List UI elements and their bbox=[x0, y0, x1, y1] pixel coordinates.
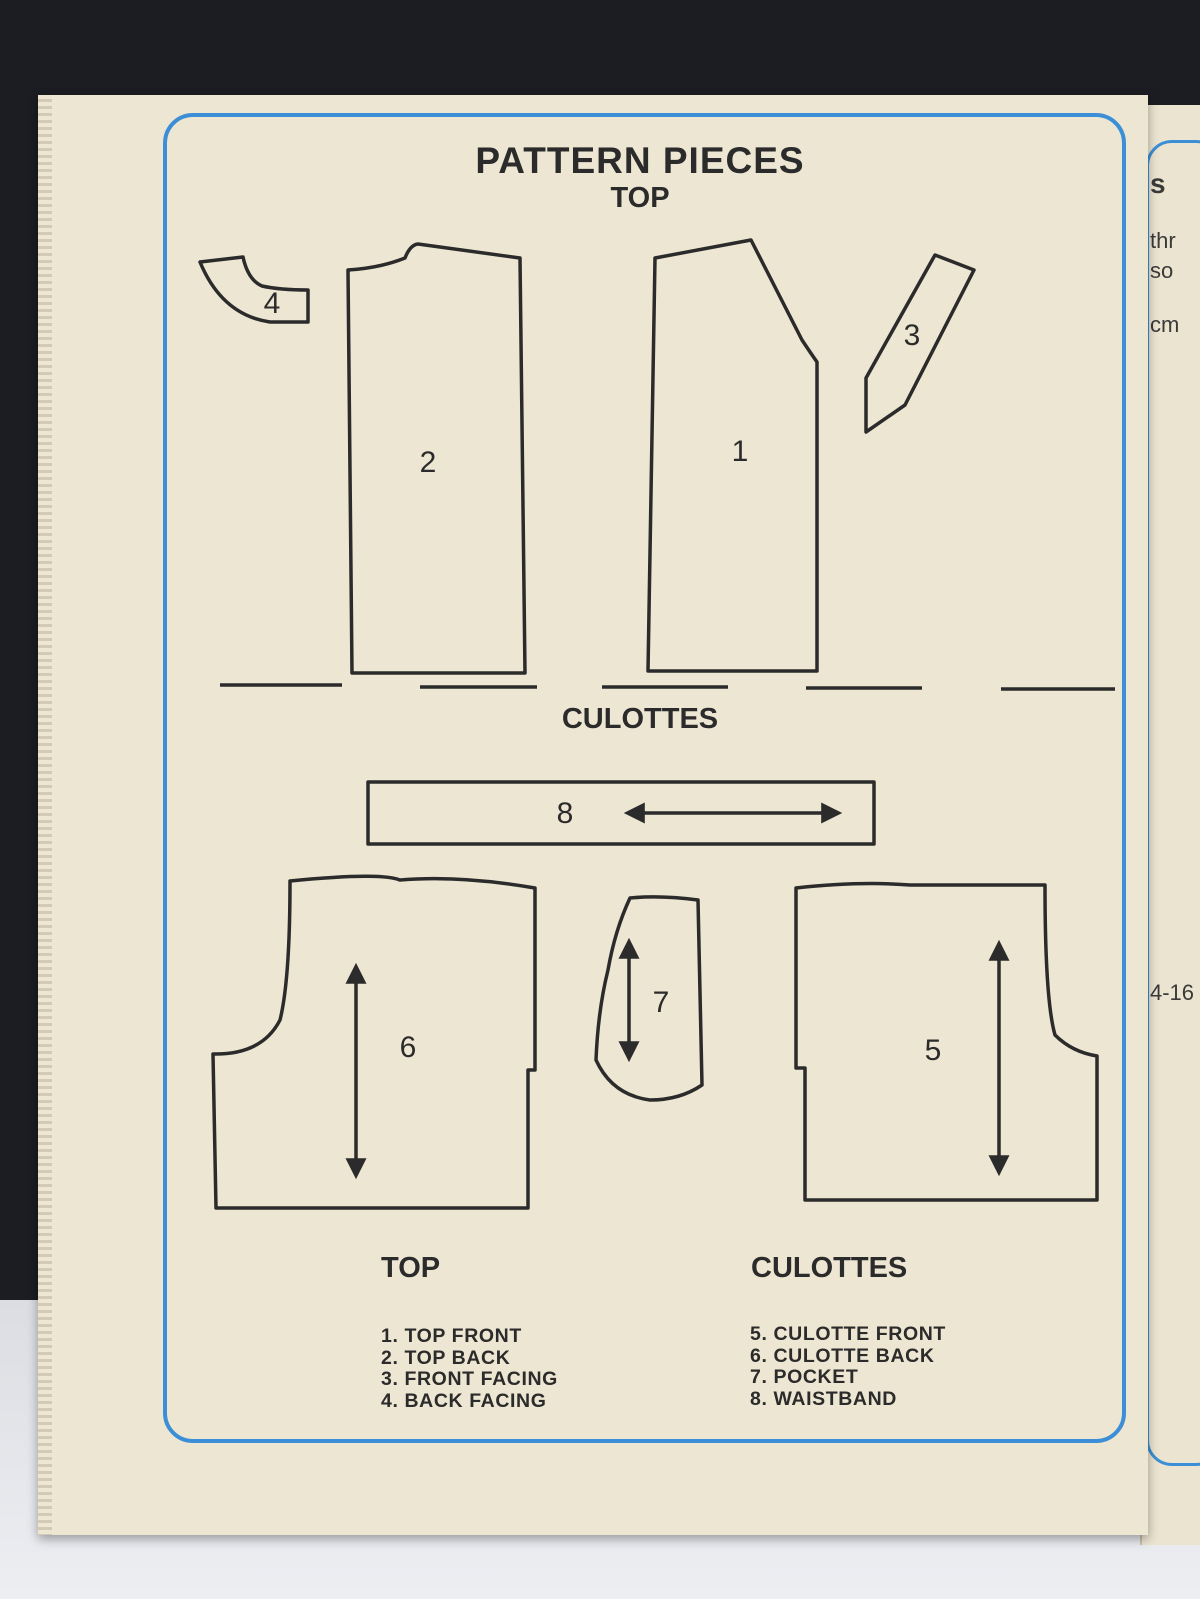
legend-item: 6. CULOTTE BACK bbox=[750, 1344, 935, 1367]
piece-7-number: 7 bbox=[653, 986, 670, 1019]
legend-item: 1. TOP FRONT bbox=[381, 1325, 522, 1347]
piece-4-number: 4 bbox=[264, 287, 281, 320]
legend-list-top: 1. TOP FRONT 2. TOP BACK 3. FRONT FACING… bbox=[381, 1325, 558, 1412]
legend-item: 3. FRONT FACING bbox=[381, 1368, 558, 1390]
legend-item: 8. WAISTBAND bbox=[750, 1387, 897, 1410]
legend-item: 5. CULOTTE FRONT bbox=[750, 1323, 946, 1345]
legend-item: 4. BACK FACING bbox=[381, 1389, 547, 1412]
section-title-top: TOP bbox=[610, 182, 670, 214]
piece-8-waistband-outline bbox=[366, 780, 876, 846]
legend-heading-top: TOP bbox=[381, 1252, 441, 1284]
legend-heading-culottes: CULOTTES bbox=[751, 1252, 908, 1284]
piece-6-culotte-back-outline bbox=[211, 874, 537, 1210]
adjacent-text-fragment: thr bbox=[1150, 228, 1176, 253]
page-title: PATTERN PIECES bbox=[475, 140, 805, 181]
piece-5-number: 5 bbox=[925, 1034, 942, 1067]
piece-7-pocket-outline bbox=[594, 895, 704, 1102]
cut-line bbox=[220, 683, 1115, 691]
booklet-page bbox=[38, 95, 1148, 1535]
section-title-culottes: CULOTTES bbox=[561, 703, 719, 735]
piece-1-top-front-outline bbox=[646, 238, 819, 673]
piece-6-number: 6 bbox=[400, 1031, 417, 1064]
piece-2-number: 2 bbox=[420, 446, 437, 479]
piece-1-number: 1 bbox=[732, 435, 749, 468]
piece-2-top-back-outline bbox=[346, 242, 527, 675]
adjacent-text-fragment: cm bbox=[1150, 312, 1180, 337]
adjacent-text-fragment: 4-16 bbox=[1150, 980, 1195, 1005]
legend-item: 2. TOP BACK bbox=[381, 1346, 511, 1369]
piece-5-culotte-front-outline bbox=[794, 881, 1099, 1202]
piece-3-number: 3 bbox=[904, 319, 921, 352]
adjacent-text-fragment: s bbox=[1150, 168, 1166, 199]
adjacent-text-fragment: so bbox=[1150, 258, 1174, 283]
page-frame bbox=[163, 113, 1126, 1443]
piece-3-front-facing-outline bbox=[864, 253, 976, 434]
piece-4-back-facing-outline bbox=[198, 255, 310, 324]
legend-list-culottes: 5. CULOTTE FRONT 6. CULOTTE BACK 7. POCK… bbox=[750, 1323, 946, 1410]
legend-item: 7. POCKET bbox=[750, 1366, 859, 1388]
piece-8-number: 8 bbox=[557, 797, 574, 830]
pinked-edge bbox=[38, 95, 52, 1535]
